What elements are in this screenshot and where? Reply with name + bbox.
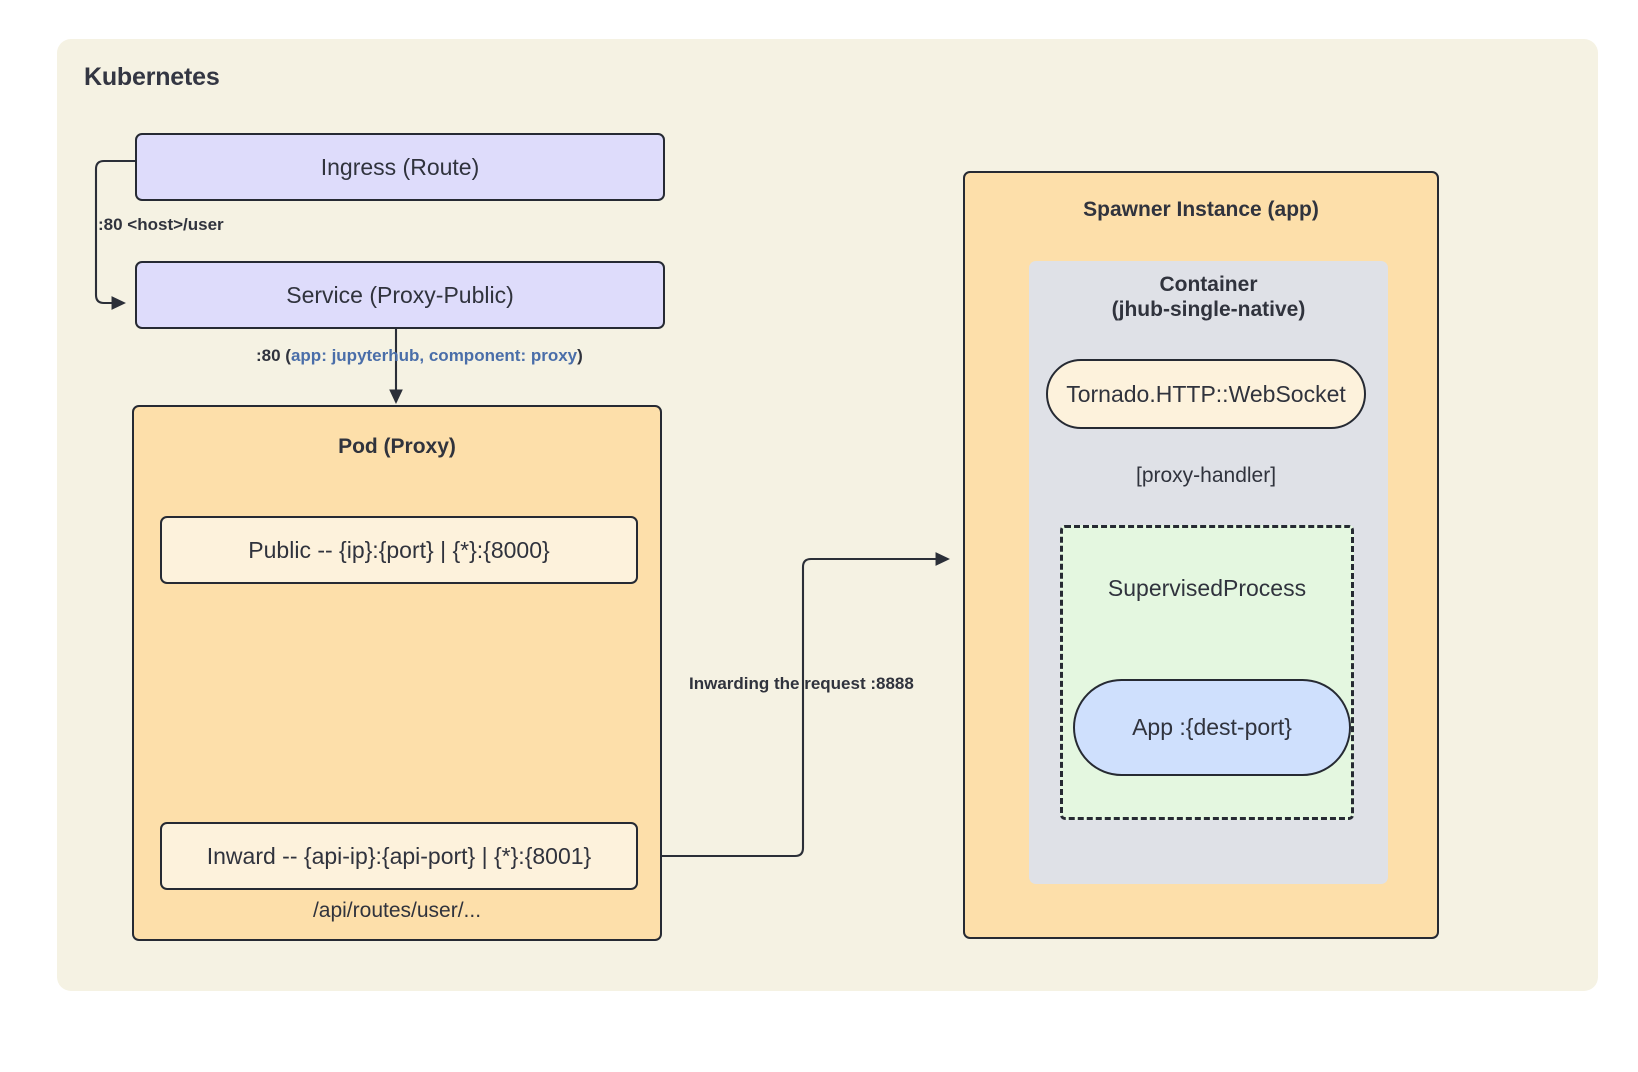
edge-label-service-to-pod: :80 (app: jupyterhub, component: proxy) (256, 346, 583, 366)
edge-label-paren-close: ) (577, 346, 583, 365)
node-tornado-http-websocket[interactable]: Tornado.HTTP::WebSocket (1046, 359, 1366, 429)
edge-label-proxy-handler: [proxy-handler] (1136, 464, 1277, 487)
edge-label-api-routes: /api/routes/user/... (312, 899, 482, 922)
node-service-proxy-public-label: Service (Proxy-Public) (286, 281, 514, 308)
node-proxy-public-endpoint-label: Public -- {ip}:{port} | {*}:{8000} (248, 536, 550, 563)
node-ingress-route-label: Ingress (Route) (320, 153, 480, 180)
group-container-title-line1: Container (1159, 273, 1258, 296)
node-app-dest-port[interactable]: App :{dest-port} (1073, 679, 1351, 776)
node-service-proxy-public[interactable]: Service (Proxy-Public) (135, 261, 665, 329)
edge-label-selector: app: jupyterhub, component: proxy (290, 346, 578, 365)
group-supervised-process-title: SupervisedProcess (1107, 575, 1307, 601)
kubernetes-cluster-title: Kubernetes (84, 63, 220, 91)
node-app-dest-port-label: App :{dest-port} (1132, 714, 1292, 740)
node-proxy-inward-endpoint[interactable]: Inward -- {api-ip}:{api-port} | {*}:{800… (160, 822, 638, 890)
group-spawner-instance-title: Spawner Instance (app) (1083, 198, 1319, 221)
node-proxy-inward-endpoint-label: Inward -- {api-ip}:{api-port} | {*}:{800… (206, 842, 592, 869)
node-proxy-public-endpoint[interactable]: Public -- {ip}:{port} | {*}:{8000} (160, 516, 638, 584)
group-pod-proxy-title: Pod (Proxy) (338, 435, 456, 458)
node-ingress-route[interactable]: Ingress (Route) (135, 133, 665, 201)
edge-label-ingress-to-service: :80 <host>/user (98, 215, 224, 234)
edge-label-port: :80 ( (256, 346, 291, 365)
group-container-title-line2: (jhub-single-native) (1111, 298, 1306, 321)
node-tornado-http-websocket-label: Tornado.HTTP::WebSocket (1066, 380, 1346, 407)
edge-label-inwarding-request: Inwarding the request :8888 (689, 674, 914, 693)
